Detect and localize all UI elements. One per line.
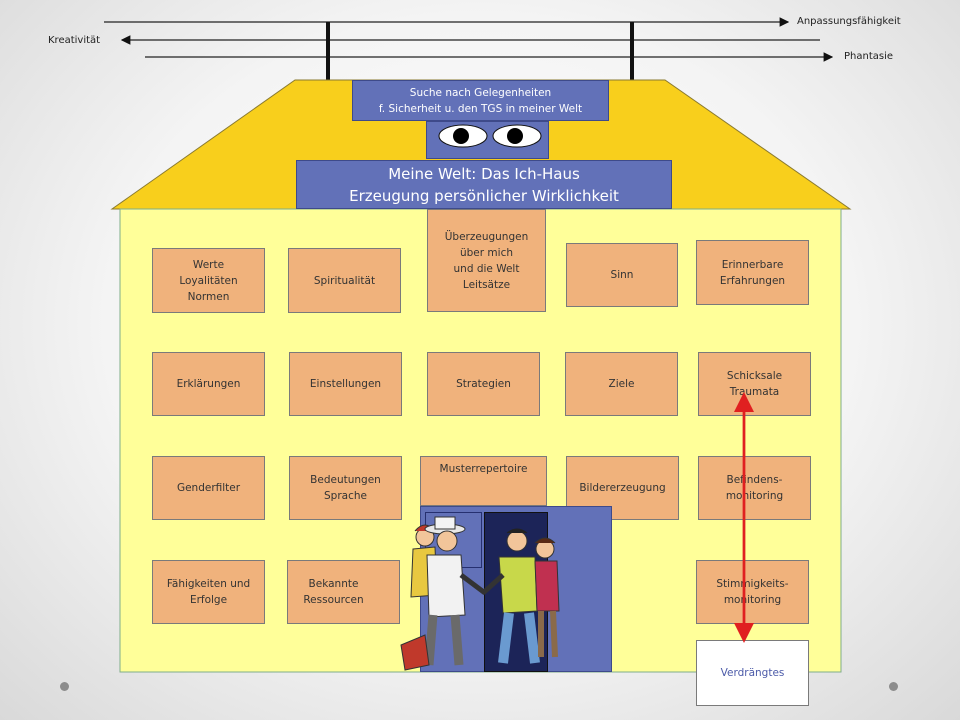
room-faehigkeiten: Fähigkeiten und Erfolge	[152, 560, 265, 624]
room-musterrepertoire: Musterrepertoire	[420, 456, 547, 506]
room-ziele: Ziele	[565, 352, 678, 416]
room-sinn: Sinn	[566, 243, 678, 307]
red-double-arrow	[734, 392, 754, 643]
room-erklaerungen: Erklärungen	[152, 352, 265, 416]
label-kreativitaet: Kreativität	[48, 35, 101, 46]
decor-dot-left	[60, 682, 69, 691]
room-erinnerbare: Erinnerbare Erfahrungen	[696, 240, 809, 305]
eyes-icon	[438, 124, 542, 148]
room-befindens: Befindens- monitoring	[698, 456, 811, 520]
room-strategien: Strategien	[427, 352, 540, 416]
room-ueberzeugungen: Überzeugungen über mich und die Welt Lei…	[427, 209, 546, 312]
eyes-window	[426, 121, 549, 159]
title-line1: Meine Welt: Das Ich-Haus	[388, 164, 580, 183]
room-stimmigkeits: Stimmigkeits- monitoring	[696, 560, 809, 624]
house-title: Meine Welt: Das Ich-Haus Erzeugung persö…	[296, 160, 672, 209]
box-verdraengtes: Verdrängtes	[696, 640, 809, 706]
room-bedeutungen: Bedeutungen Sprache	[289, 456, 402, 520]
room-schicksale: Schicksale Traumata	[698, 352, 811, 416]
room-ressourcen: Bekannte Ressourcen	[287, 560, 400, 624]
room-werte: Werte Loyalitäten Normen	[152, 248, 265, 313]
decor-dot-right	[889, 682, 898, 691]
title-line2: Erzeugung persönlicher Wirklichkeit	[349, 186, 619, 205]
label-phantasie: Phantasie	[844, 51, 894, 62]
roof-banner: Suche nach Gelegenheiten f. Sicherheit u…	[352, 80, 609, 121]
room-genderfilter: Genderfilter	[152, 456, 265, 520]
room-einstellungen: Einstellungen	[289, 352, 402, 416]
label-anpassung: Anpassungsfähigkeit	[797, 16, 901, 27]
room-spiritualitaet: Spiritualität	[288, 248, 401, 313]
antenna-pole-left	[326, 22, 330, 80]
top-arrows	[104, 17, 834, 80]
antenna-pole-right	[630, 22, 634, 80]
people-handshake-illustration	[400, 516, 560, 671]
